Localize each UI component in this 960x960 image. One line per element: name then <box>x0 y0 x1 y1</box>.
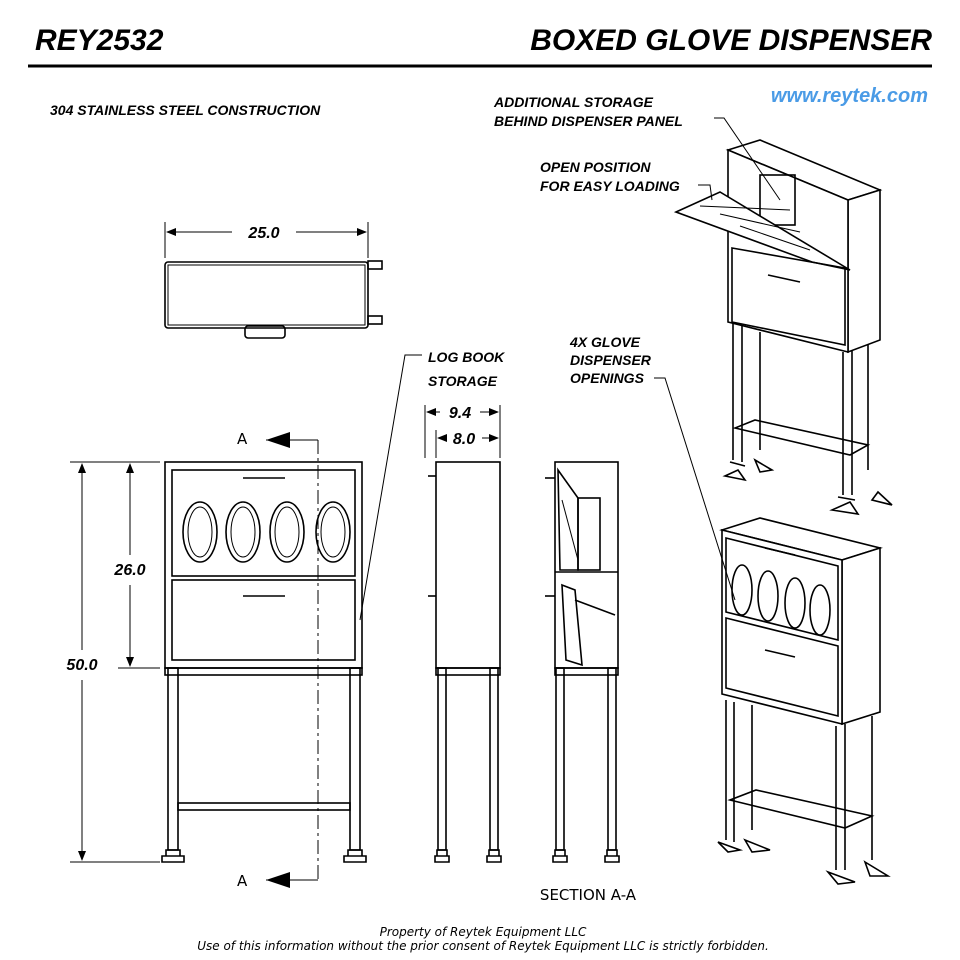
outer-depth-dimension: 9.4 <box>449 405 471 422</box>
width-dimension: 25.0 <box>247 225 279 242</box>
openings-callout: DISPENSER <box>570 352 652 368</box>
section-marker-top: A <box>237 430 248 448</box>
footer-property: Property of Reytek Equipment LLC <box>380 925 587 939</box>
drawing-title: BOXED GLOVE DISPENSER <box>530 24 932 57</box>
open-position-callout: OPEN POSITION <box>540 159 651 175</box>
iso-view-closed <box>717 517 891 885</box>
material-note: 304 STAINLESS STEEL CONSTRUCTION <box>50 102 321 118</box>
top-view: 25.0 <box>164 222 383 339</box>
open-position-callout: FOR EASY LOADING <box>540 178 680 194</box>
additional-storage-callout: ADDITIONAL STORAGE <box>493 94 654 110</box>
total-height-dimension: 50.0 <box>66 657 97 674</box>
section-marker-bottom: A <box>237 872 248 890</box>
glove-opening <box>315 501 351 563</box>
inner-depth-dimension: 8.0 <box>453 431 475 448</box>
front-view: 50.0 26.0 A A <box>66 430 367 890</box>
glove-opening <box>225 501 261 563</box>
log-book-callout: LOG BOOK <box>428 349 505 365</box>
iso-view-open <box>673 139 893 516</box>
section-label: SECTION A-A <box>540 886 637 904</box>
website-link[interactable]: www.reytek.com <box>771 85 928 107</box>
openings-callout: OPENINGS <box>570 370 645 386</box>
footer-disclaimer: Use of this information without the prio… <box>197 939 769 953</box>
side-view: 9.4 8.0 <box>424 405 502 863</box>
additional-storage-callout: BEHIND DISPENSER PANEL <box>494 113 683 129</box>
glove-opening <box>182 501 218 563</box>
cabinet-height-dimension: 26.0 <box>113 562 145 579</box>
log-book-callout: STORAGE <box>428 373 498 389</box>
glove-opening <box>269 501 305 563</box>
model-number: REY2532 <box>35 24 164 57</box>
section-view <box>545 461 620 863</box>
openings-callout: 4X GLOVE <box>569 334 641 350</box>
